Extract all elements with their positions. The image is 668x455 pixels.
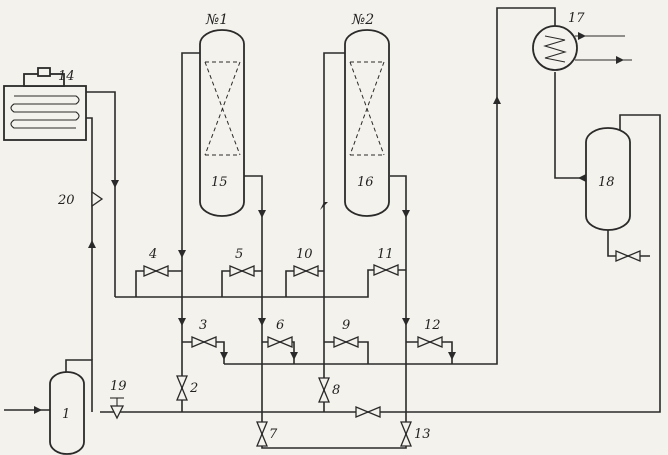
column-15 <box>199 29 245 217</box>
valve-4-icon <box>143 265 169 277</box>
column-16 <box>344 29 390 217</box>
flow-arrows <box>34 32 624 414</box>
valve-5-label: 5 <box>235 247 243 262</box>
column-2-title: №2 <box>351 12 374 28</box>
valve-10-label: 10 <box>296 247 313 262</box>
labels: №1 №2 15 16 1 14 17 18 4 5 10 11 3 6 9 1… <box>57 11 615 442</box>
column-1-title: №1 <box>205 12 228 28</box>
valve-12-icon <box>417 336 443 348</box>
tank-1 <box>49 371 85 455</box>
valve-8-icon <box>318 377 330 403</box>
valve-11-icon <box>373 264 399 276</box>
valve-6-label: 6 <box>276 318 284 333</box>
check-valve-20-icon <box>91 190 104 208</box>
piping <box>4 7 661 449</box>
cooler-14-label: 14 <box>58 69 75 84</box>
valve-bottom-icon <box>355 406 381 418</box>
valve-4-label: 4 <box>148 247 157 262</box>
valve-9-icon <box>333 336 359 348</box>
valve-12-label: 12 <box>424 318 441 333</box>
valve-11-label: 11 <box>377 247 394 262</box>
valve-separator-icon <box>615 250 641 262</box>
valve-7-label: 7 <box>269 427 278 442</box>
heat-exchanger-17 <box>532 25 578 71</box>
tank-1-label: 1 <box>62 407 70 422</box>
valve-13-label: 13 <box>414 427 431 442</box>
exchanger-17-label: 17 <box>568 11 585 26</box>
valve-5-icon <box>229 265 255 277</box>
column-15-label: 15 <box>211 175 228 190</box>
valve-2-icon <box>176 375 188 401</box>
valve-19-label: 19 <box>110 379 127 394</box>
column-16-label: 16 <box>357 175 374 190</box>
valve-13-icon <box>400 421 412 447</box>
separator-18-label: 18 <box>598 175 615 190</box>
valve-2-label: 2 <box>189 381 198 396</box>
valve-8-label: 8 <box>332 383 340 398</box>
cooler-14 <box>3 67 87 141</box>
valve-9-label: 9 <box>342 318 350 333</box>
valve-10-icon <box>293 265 319 277</box>
valve-20-label: 20 <box>57 193 75 208</box>
valve-3-label: 3 <box>199 318 207 333</box>
valve-6-icon <box>267 336 293 348</box>
safety-valve-19-icon <box>109 397 125 420</box>
valves <box>91 190 641 447</box>
valve-3-icon <box>191 336 217 348</box>
valve-7-icon <box>256 421 268 447</box>
separator-18 <box>585 127 631 231</box>
